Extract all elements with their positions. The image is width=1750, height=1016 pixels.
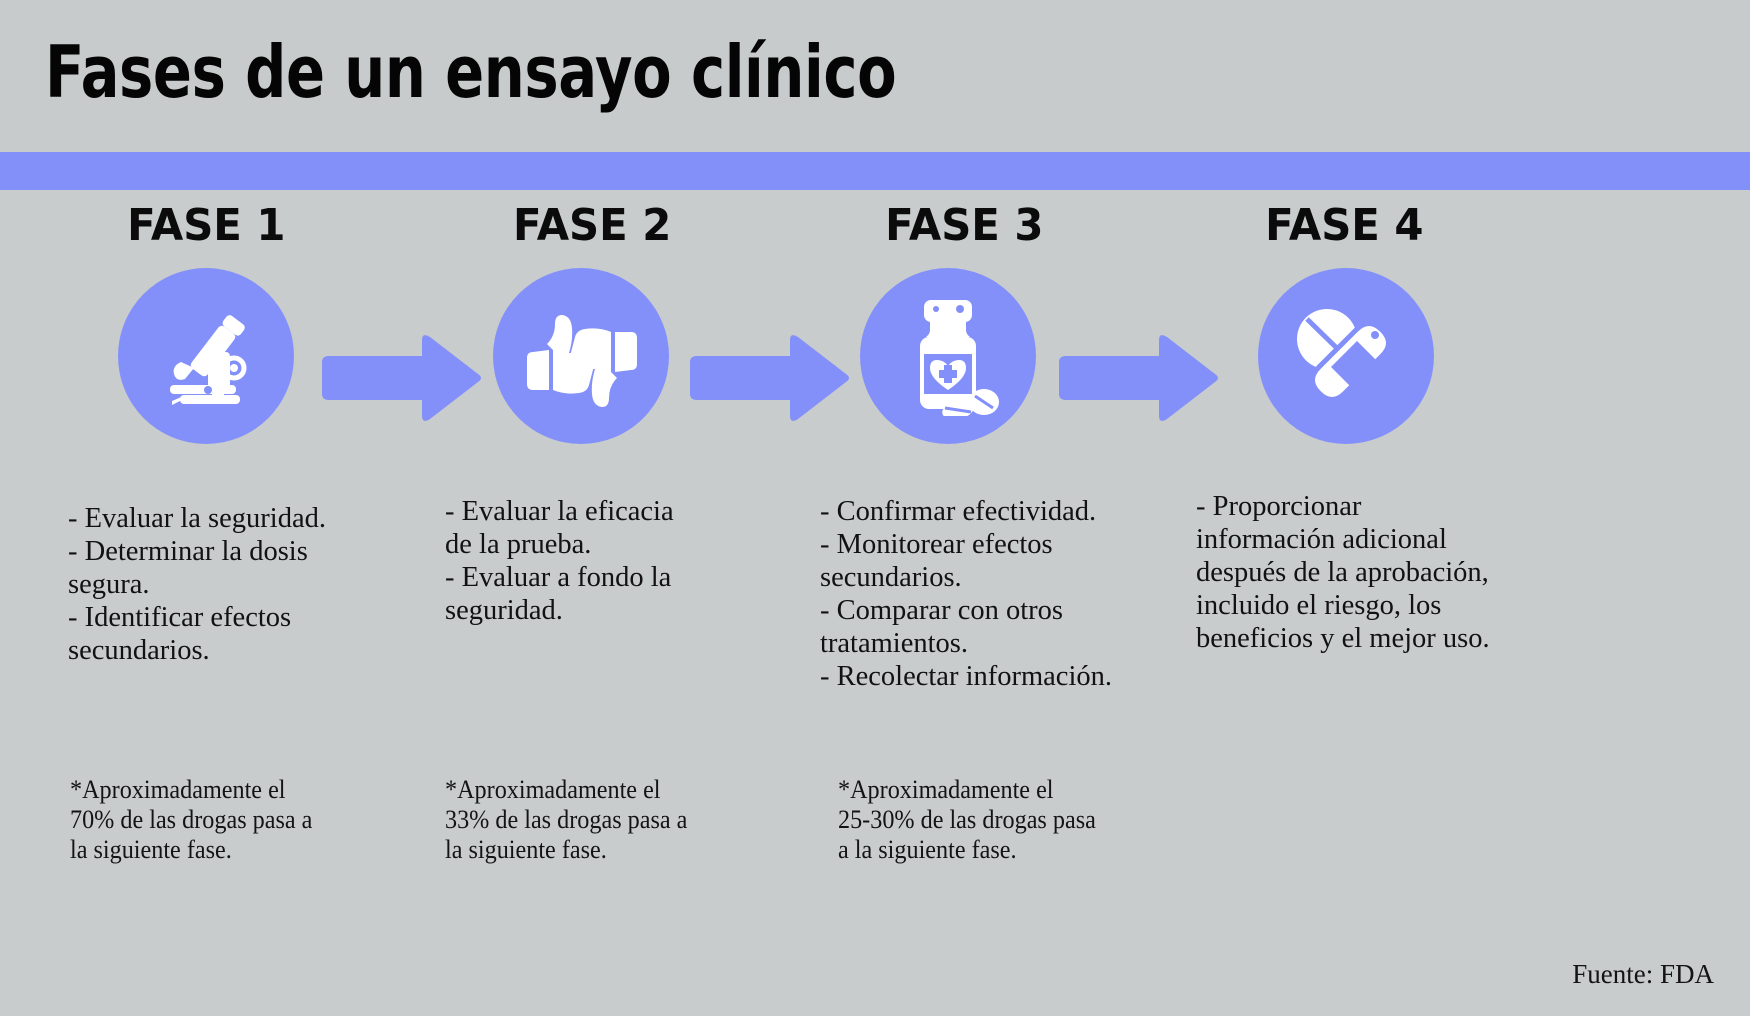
bullet-line: - Confirmar efectividad. (820, 496, 1097, 527)
phase-column-3: FASE 3 (780, 190, 1160, 1016)
bullet-line: - Proporcionar (1196, 491, 1362, 522)
footnote-line: *Aproximadamente el (70, 775, 286, 804)
bullet-line: - Recolectar información. (820, 661, 1112, 692)
bullet-line: secundarios. (820, 562, 962, 593)
footnote-line: *Aproximadamente el (445, 775, 661, 804)
bullet-line: tratamientos. (820, 628, 968, 659)
phase-icon-circle-1 (118, 268, 294, 444)
phase-icon-circle-4 (1258, 268, 1434, 444)
footnote-line: 33% de las drogas pasa a (445, 805, 688, 834)
bullet-line: segura. (68, 569, 150, 600)
phase-icon-circle-3 (860, 268, 1036, 444)
bullet-line: seguridad. (445, 595, 563, 626)
phase-bullets-1: - Evaluar la seguridad. - Determinar la … (68, 502, 398, 667)
phase-column-1: FASE 1 (22, 190, 402, 1016)
footnote-line: la siguiente fase. (445, 835, 607, 864)
header-band: Fases de un ensayo clínico (0, 0, 1750, 152)
bullet-line: - Comparar con otros (820, 595, 1063, 626)
phase-column-2: FASE 2 - Evaluar la eficacia de la prueb… (405, 190, 785, 1016)
phase-bullets-2: - Evaluar la eficacia de la prueba. - Ev… (445, 495, 775, 627)
phase-footnote-2: *Aproximadamente el 33% de las drogas pa… (445, 775, 761, 865)
arrow-phase3-to-phase4 (1055, 330, 1221, 426)
phase-title-3: FASE 3 (885, 200, 1044, 251)
bullet-line: beneficios y el mejor uso. (1196, 623, 1490, 654)
bullet-line: de la prueba. (445, 529, 592, 560)
arrow-phase1-to-phase2 (318, 330, 484, 426)
footnote-line: la siguiente fase. (70, 835, 232, 864)
page-title: Fases de un ensayo clínico (45, 30, 897, 114)
phase-footnote-1: *Aproximadamente el 70% de las drogas pa… (70, 775, 386, 865)
phase-title-1: FASE 1 (127, 200, 286, 251)
phases-row: FASE 1 (0, 190, 1750, 1016)
bullet-line: - Evaluar la eficacia (445, 496, 674, 527)
phase-title-2: FASE 2 (512, 200, 672, 251)
bullet-line: incluido el riesgo, los (1196, 590, 1442, 621)
bullet-line: - Monitorear efectos (820, 529, 1053, 560)
microscope-icon (150, 300, 262, 412)
footnote-line: a la siguiente fase. (838, 835, 1017, 864)
arrow-phase2-to-phase3 (686, 330, 852, 426)
phase-title-4: FASE 4 (1265, 200, 1424, 251)
bullet-line: - Evaluar la seguridad. (68, 503, 326, 534)
phase-column-4: FASE 4 - Proporcionar informació (1160, 190, 1540, 1016)
phase-bullets-3: - Confirmar efectividad. - Monitorear ef… (820, 495, 1160, 693)
source-label: Fuente: FDA (1572, 959, 1714, 989)
pill-capsule-icon (1287, 297, 1405, 415)
bullet-line: información adicional (1196, 524, 1447, 555)
bullet-line: secundarios. (68, 635, 210, 666)
thumbs-up-down-icon (519, 300, 643, 412)
medicine-bottle-icon (890, 296, 1006, 416)
phase-footnote-3: *Aproximadamente el 25-30% de las drogas… (838, 775, 1154, 865)
phase-icon-circle-2 (493, 268, 669, 444)
phase-bullets-4: - Proporcionar información adicional des… (1196, 490, 1536, 655)
bullet-line: después de la aprobación, (1196, 557, 1489, 588)
footnote-line: 70% de las drogas pasa a (70, 805, 313, 834)
bullet-line: - Determinar la dosis (68, 536, 308, 567)
accent-bar (0, 152, 1750, 190)
bullet-line: - Identificar efectos (68, 602, 292, 633)
footnote-line: 25-30% de las drogas pasa (838, 805, 1096, 834)
footnote-line: *Aproximadamente el (838, 775, 1054, 804)
bullet-line: - Evaluar a fondo la (445, 562, 672, 593)
